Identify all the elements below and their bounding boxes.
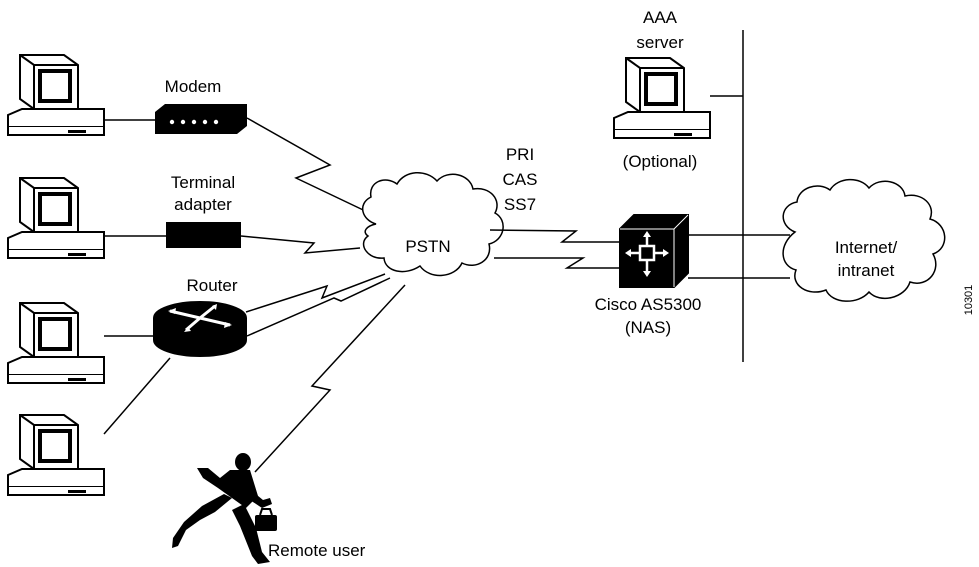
aaa-label-line2: server <box>636 33 684 52</box>
client-pc-terminal-adapter <box>7 177 105 259</box>
ss7-label: SS7 <box>504 195 536 214</box>
terminal-adapter-label-line2: adapter <box>174 195 232 214</box>
pstn-label: PSTN <box>405 237 450 256</box>
nas-label-line2: (NAS) <box>625 318 671 337</box>
client-pc-modem <box>7 54 105 136</box>
remote-user-icon <box>172 453 277 564</box>
pri-label: PRI <box>506 145 534 164</box>
pstn-cloud <box>361 172 504 277</box>
client-pc-router-1 <box>7 302 105 384</box>
aaa-label-line1: AAA <box>643 8 678 27</box>
terminal-adapter-icon <box>166 222 241 248</box>
dial-links <box>240 117 406 473</box>
nas-label-line1: Cisco AS5300 <box>595 295 702 314</box>
cisco-as5300-icon <box>619 214 689 288</box>
router-label: Router <box>186 276 237 295</box>
client-pc-router-2 <box>7 414 105 496</box>
modem-icon <box>155 104 247 134</box>
remote-user-label: Remote user <box>268 541 366 560</box>
aaa-server-pc <box>613 57 711 139</box>
aaa-optional-label: (Optional) <box>623 152 698 171</box>
terminal-adapter-label-line1: Terminal <box>171 173 235 192</box>
cas-label: CAS <box>503 170 538 189</box>
internet-label-line2: intranet <box>838 261 895 280</box>
internet-label-line1: Internet/ <box>835 238 898 257</box>
figure-id: 10301 <box>963 285 975 316</box>
internet-cloud <box>782 178 946 302</box>
pstn-nas-links <box>489 229 620 269</box>
link-pc-router-2 <box>103 357 171 435</box>
router-icon <box>153 301 247 357</box>
modem-label: Modem <box>165 77 222 96</box>
